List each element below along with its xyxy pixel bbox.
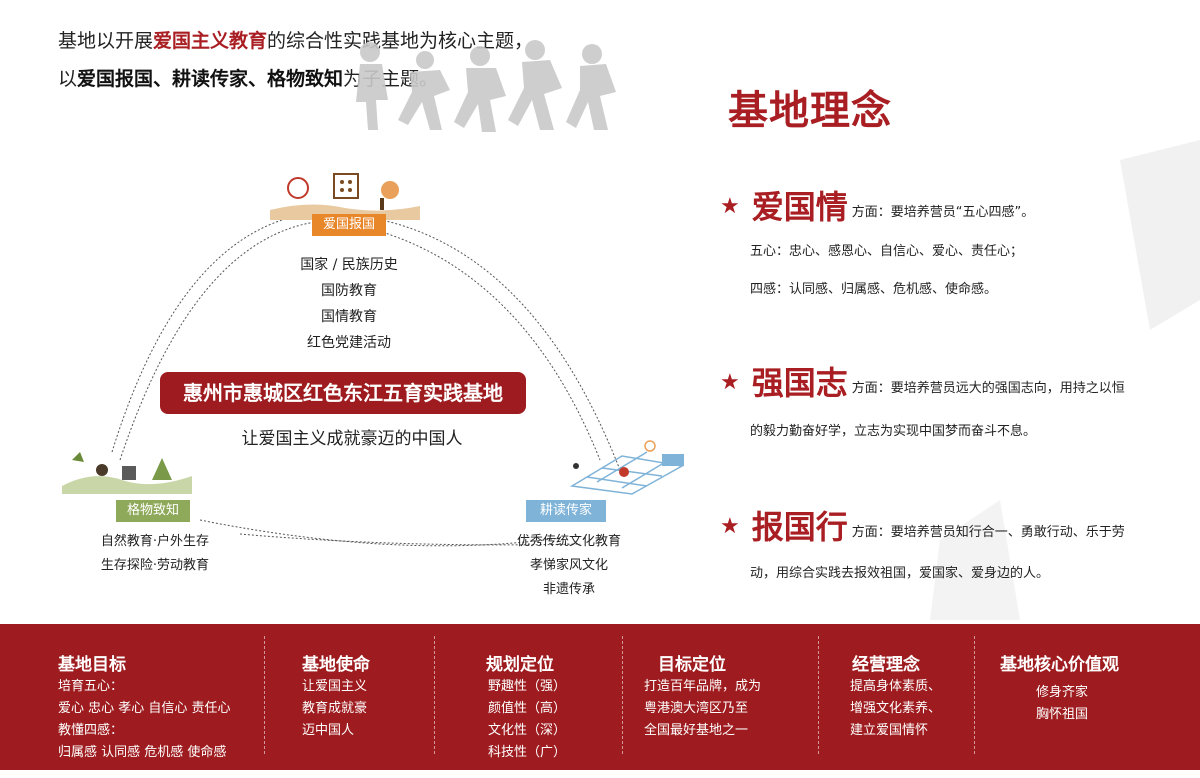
topic-item: 孝悌家风文化	[529, 558, 608, 573]
footer-line: 归属感 认同感 危机感 使命感	[58, 745, 227, 760]
theme-desc: 方面：要培养营员知行合一、勇敢行动、乐于劳	[851, 525, 1125, 540]
footer-column-title: 目标定位	[658, 655, 726, 675]
star-icon: ★	[720, 370, 740, 395]
theme-diagram: 爱国报国 国家 / 民族历史 国防教育 国情教育 红色党建活动 格物致知 自然教…	[0, 160, 720, 620]
topic-item: 红色党建活动	[307, 335, 391, 351]
footer-column-title: 基地目标	[58, 655, 126, 675]
footer-banner: 基地目标 培育五心： 爱心 忠心 孝心 自信心 责任心 教懂四感： 归属感 认同…	[0, 624, 1200, 770]
intro-subthemes: 爱国报国、耕读传家、格物致知	[77, 68, 344, 90]
footer-line: 粤港澳大湾区乃至	[644, 701, 749, 716]
footer-line: 提高身体素质、	[850, 679, 942, 694]
theme-name: 报国行	[751, 508, 848, 546]
topic-item: 国家 / 民族历史	[300, 257, 398, 273]
footer-column-operation: 经营理念 提高身体素质、 增强文化素养、 建立爱国情怀	[818, 624, 974, 770]
tag-exploration: 格物致知	[116, 500, 190, 522]
theme-name: 强国志	[751, 364, 848, 402]
footer-line: 颜值性（高）	[488, 701, 567, 716]
footer-divider	[974, 636, 975, 754]
runners-silhouette-decoration	[356, 40, 616, 132]
theme-desc: 方面：要培养营员“五心四感”。	[851, 205, 1035, 220]
base-slogan: 让爱国主义成就豪迈的中国人	[241, 429, 463, 449]
footer-line: 胸怀祖国	[1036, 707, 1089, 722]
intro-highlight: 爱国主义教育	[153, 30, 268, 52]
theme-line: 五心：忠心、感恩心、自信心、爱心、责任心；	[750, 244, 1024, 259]
footer-column-title: 规划定位	[486, 655, 554, 675]
bottom-strip	[0, 770, 1200, 778]
footer-column-goals: 基地目标 培育五心： 爱心 忠心 孝心 自信心 责任心 教懂四感： 归属感 认同…	[0, 624, 262, 770]
footer-column-title: 经营理念	[852, 655, 920, 675]
topic-item: 优秀传统文化教育	[516, 534, 621, 549]
footer-divider	[264, 636, 265, 754]
footer-column-title: 基地核心价值观	[1000, 655, 1119, 675]
footer-line: 野趣性（强）	[488, 679, 567, 694]
topic-item: 非遗传承	[542, 582, 595, 597]
theme-line: 四感：认同感、归属感、危机感、使命感。	[750, 282, 998, 297]
exploration-illustration-icon	[62, 452, 192, 494]
footer-line: 打造百年品牌，成为	[644, 679, 762, 694]
exploration-topics: 自然教育·户外生存 生存探险·劳动教育	[70, 530, 240, 578]
base-name-banner: 惠州市惠城区红色东江五育实践基地	[160, 372, 526, 414]
footer-line: 建立爱国情怀	[850, 723, 929, 738]
footer-column-planning: 规划定位 野趣性（强） 颜值性（高） 文化性（深） 科技性（广）	[434, 624, 622, 770]
background-decoration	[930, 140, 1200, 620]
footer-line: 文化性（深）	[488, 723, 567, 738]
footer-line: 修身齐家	[1036, 685, 1089, 700]
theme-patriotic-feeling: ★ 爱国情 方面：要培养营员“五心四感”。 五心：忠心、感恩心、自信心、爱心、责…	[720, 190, 1034, 300]
philosophy-title: 基地理念	[728, 87, 892, 134]
theme-patriotic-action: ★ 报国行 方面：要培养营员知行合一、勇敢行动、乐于劳 动，用综合实践去报效祖国…	[720, 510, 1125, 584]
footer-line: 爱心 忠心 孝心 自信心 责任心	[58, 701, 231, 716]
footer-line: 教懂四感：	[58, 723, 124, 738]
theme-line: 动，用综合实践去报效祖国，爱国家、爱身边的人。	[750, 566, 1050, 581]
theme-national-ambition: ★ 强国志 方面：要培养营员远大的强国志向，用持之以恒 的毅力勤奋好学，立志为实…	[720, 366, 1125, 442]
theme-line: 的毅力勤奋好学，立志为实现中国梦而奋斗不息。	[750, 424, 1037, 439]
footer-line: 培育五心：	[58, 679, 124, 694]
footer-line: 科技性（广）	[488, 745, 567, 760]
topic-item: 国情教育	[321, 309, 377, 325]
tag-patriotism: 爱国报国	[312, 214, 386, 236]
footer-line: 增强文化素养、	[850, 701, 942, 716]
footer-line: 让爱国主义	[302, 679, 368, 694]
footer-line: 迈中国人	[302, 723, 355, 738]
topic-item: 国防教育	[321, 283, 377, 299]
footer-column-values: 基地核心价值观 修身齐家 胸怀祖国	[974, 624, 1200, 770]
footer-line: 教育成就豪	[302, 701, 368, 716]
topic-item: 自然教育·户外生存	[100, 534, 210, 549]
patriotism-illustration-icon	[270, 173, 420, 220]
footer-line: 全国最好基地之一	[644, 723, 749, 738]
theme-desc: 方面：要培养营员远大的强国志向，用持之以恒	[851, 381, 1125, 396]
footer-divider	[622, 636, 623, 754]
star-icon: ★	[720, 514, 740, 539]
footer-column-mission: 基地使命 让爱国主义 教育成就豪 迈中国人	[264, 624, 434, 770]
footer-divider	[434, 636, 435, 754]
footer-column-title: 基地使命	[302, 655, 370, 675]
farming-illustration-icon	[569, 440, 685, 495]
star-icon: ★	[720, 194, 740, 219]
footer-column-target: 目标定位 打造百年品牌，成为 粤港澳大湾区乃至 全国最好基地之一	[622, 624, 818, 770]
theme-name: 爱国情	[751, 188, 848, 226]
intro-line-1: 基地以开展爱国主义教育的综合性实践基地为核心主题，	[58, 30, 534, 52]
footer-divider	[818, 636, 819, 754]
topic-item: 生存探险·劳动教育	[100, 558, 210, 573]
tag-farming: 耕读传家	[526, 500, 606, 522]
patriotism-topics: 国家 / 民族历史 国防教育 国情教育 红色党建活动	[234, 252, 464, 356]
farming-topics: 优秀传统文化教育 孝悌家风文化 非遗传承	[484, 530, 654, 602]
